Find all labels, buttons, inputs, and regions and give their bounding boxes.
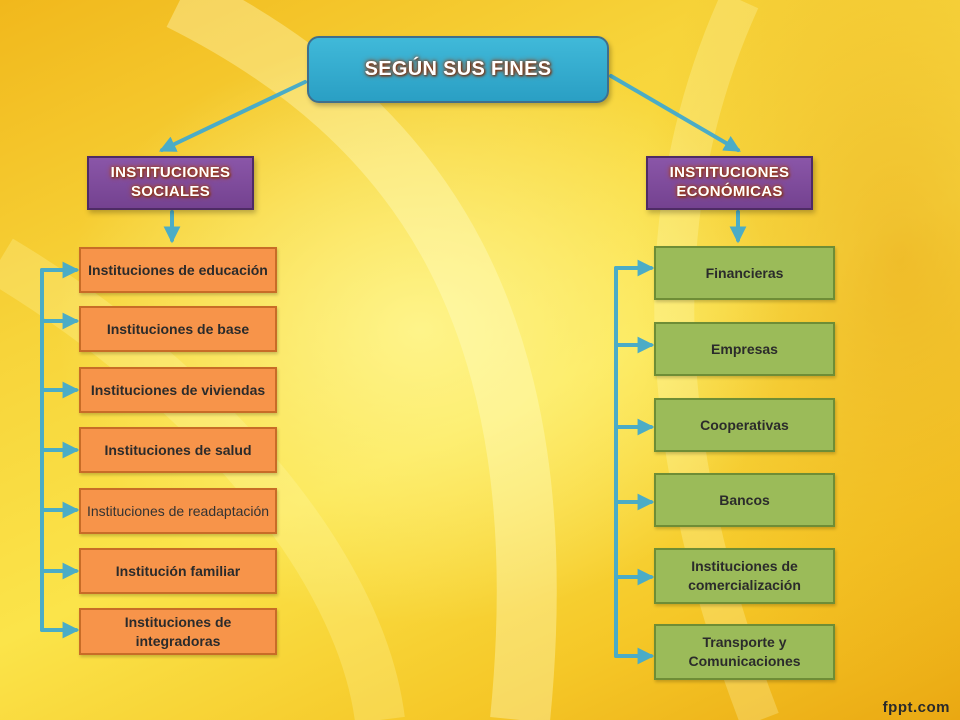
root-node: SEGÚN SUS FINES bbox=[307, 36, 609, 103]
economic-item-transporte: Transporte y Comunicaciones bbox=[654, 624, 835, 680]
root-label: SEGÚN SUS FINES bbox=[364, 58, 552, 80]
watermark-logo: fppt.com bbox=[882, 699, 950, 716]
social-item-viviendas: Instituciones de viviendas bbox=[79, 367, 277, 413]
category-social-label: INSTITUCIONES SOCIALES bbox=[110, 164, 231, 200]
social-item-label: Institución familiar bbox=[115, 562, 241, 579]
economic-item-label: Instituciones de comercialización bbox=[688, 558, 801, 593]
category-social: INSTITUCIONES SOCIALES bbox=[87, 156, 254, 210]
social-item-label: Instituciones de educación bbox=[88, 261, 268, 278]
economic-item-financieras: Financieras bbox=[654, 246, 835, 300]
economic-item-label: Empresas bbox=[711, 340, 778, 357]
social-item-readaptacion: Instituciones de readaptación bbox=[79, 488, 277, 534]
economic-item-empresas: Empresas bbox=[654, 322, 835, 376]
economic-item-comercializacion: Instituciones de comercialización bbox=[654, 548, 835, 604]
social-item-base: Instituciones de base bbox=[79, 306, 277, 352]
economic-item-label: Transporte y Comunicaciones bbox=[688, 634, 801, 669]
economic-item-bancos: Bancos bbox=[654, 473, 835, 527]
social-item-familiar: Institución familiar bbox=[79, 548, 277, 594]
social-item-label: Instituciones de salud bbox=[104, 441, 252, 458]
social-item-educacion: Instituciones de educación bbox=[79, 247, 277, 293]
social-item-integradoras: Instituciones de integradoras bbox=[79, 608, 277, 655]
economic-item-cooperativas: Cooperativas bbox=[654, 398, 835, 452]
category-economic-label: INSTITUCIONES ECONÓMICAS bbox=[669, 164, 790, 200]
arrow-root-to-economic bbox=[609, 74, 741, 152]
arrow-root-to-social bbox=[158, 80, 307, 152]
social-item-label: Instituciones de integradoras bbox=[124, 613, 232, 649]
social-item-label: Instituciones de readaptación bbox=[86, 502, 270, 519]
economic-item-label: Bancos bbox=[719, 491, 770, 508]
social-item-salud: Instituciones de salud bbox=[79, 427, 277, 473]
social-item-label: Instituciones de viviendas bbox=[90, 381, 266, 398]
economic-item-label: Cooperativas bbox=[700, 416, 789, 433]
social-item-label: Instituciones de base bbox=[106, 320, 250, 337]
category-economic: INSTITUCIONES ECONÓMICAS bbox=[646, 156, 813, 210]
economic-item-label: Financieras bbox=[705, 264, 784, 281]
